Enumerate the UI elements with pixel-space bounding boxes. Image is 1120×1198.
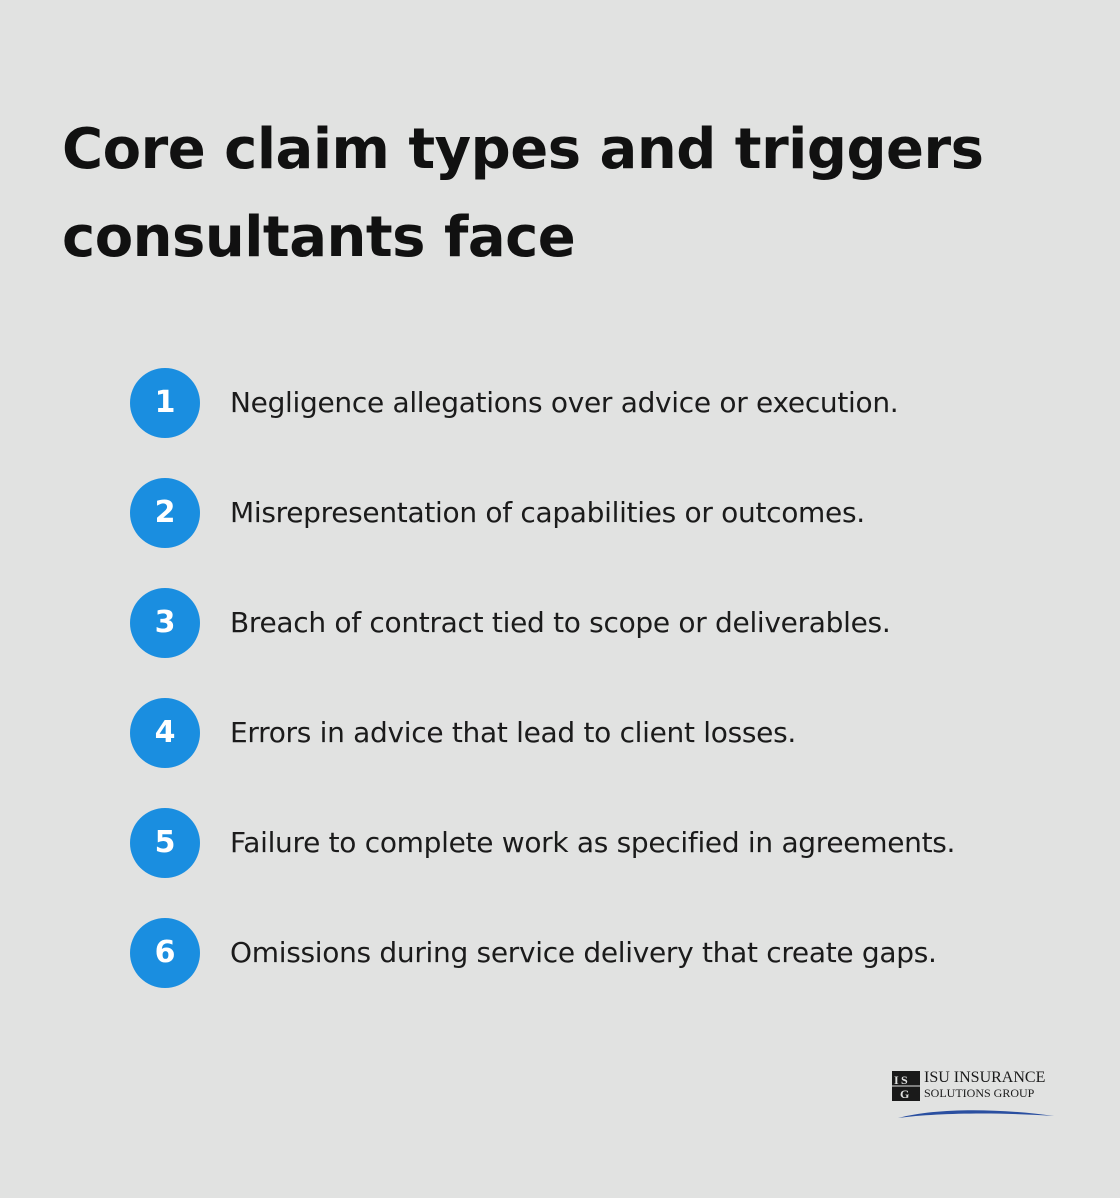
page-title: Core claim types and triggers consultant… (62, 117, 984, 270)
svg-text:G: G (900, 1087, 909, 1101)
list-item-text: Errors in advice that lead to client los… (230, 716, 796, 749)
list-item-text: Negligence allegations over advice or ex… (230, 386, 899, 419)
number-badge: 6 (130, 918, 200, 988)
list-item: 3 Breach of contract tied to scope or de… (130, 588, 1090, 698)
number-badge: 2 (130, 478, 200, 548)
list-item: 6 Omissions during service delivery that… (130, 918, 1090, 1028)
number-badge: 5 (130, 808, 200, 878)
number-badge: 1 (130, 368, 200, 438)
claim-types-list: 1 Negligence allegations over advice or … (130, 368, 1090, 1028)
number-badge: 4 (130, 698, 200, 768)
list-item: 5 Failure to complete work as specified … (130, 808, 1090, 918)
svg-text:I: I (894, 1073, 899, 1087)
logo-text-line2: SOLUTIONS GROUP (924, 1086, 1035, 1100)
logo-text-line1: ISU INSURANCE (924, 1069, 1046, 1086)
svg-text:S: S (901, 1073, 908, 1087)
list-item: 4 Errors in advice that lead to client l… (130, 698, 1090, 808)
list-item: 2 Misrepresentation of capabilities or o… (130, 478, 1090, 588)
list-item: 1 Negligence allegations over advice or … (130, 368, 1090, 478)
list-item-text: Failure to complete work as specified in… (230, 826, 956, 859)
logo-mark-icon: I S G (892, 1071, 920, 1101)
list-item-text: Omissions during service delivery that c… (230, 936, 937, 969)
list-item-text: Misrepresentation of capabilities or out… (230, 496, 865, 529)
company-logo: I S G ISU INSURANCE SOLUTIONS GROUP (892, 1068, 1062, 1128)
list-item-text: Breach of contract tied to scope or deli… (230, 606, 891, 639)
logo-swoosh-icon (898, 1110, 1054, 1118)
number-badge: 3 (130, 588, 200, 658)
